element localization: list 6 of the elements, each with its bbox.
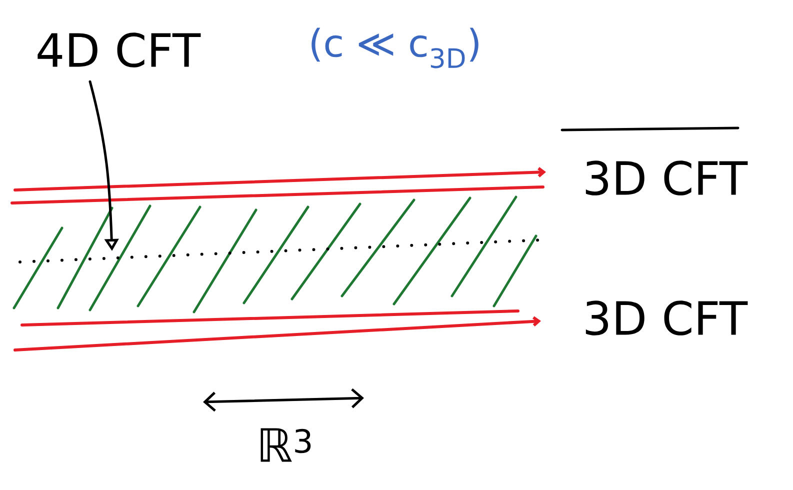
text-label: 3D CFT (586, 300, 748, 336)
text-label: ℝ$^{3}$ (260, 428, 311, 462)
text-label: 4D CFT (38, 32, 201, 68)
text-label: 3D CFT (586, 160, 748, 196)
formula-label: (c ≪ c$_{3D}$) (312, 28, 478, 68)
dotted-line (18, 238, 542, 264)
